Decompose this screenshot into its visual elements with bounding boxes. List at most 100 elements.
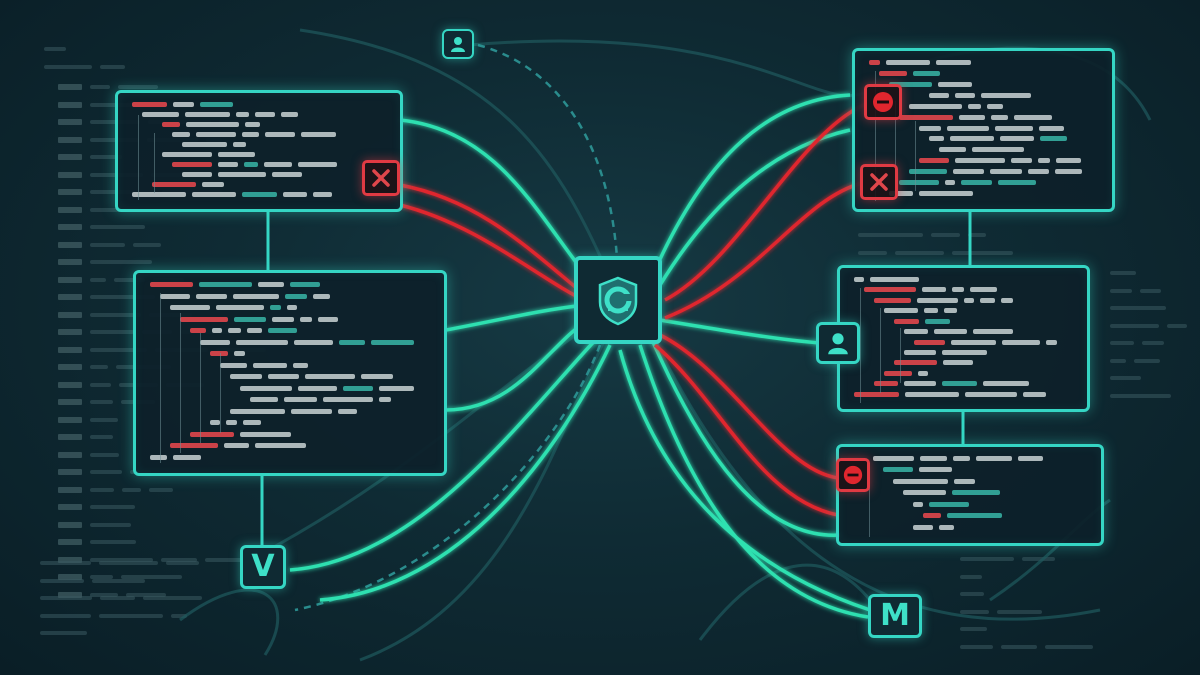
code-token <box>182 172 212 177</box>
background-code-token <box>171 613 187 618</box>
line-number <box>58 469 82 475</box>
background-code-token <box>858 250 887 255</box>
code-token <box>1011 158 1032 164</box>
code-token <box>879 70 907 76</box>
background-code-token <box>90 365 108 369</box>
code-token <box>236 339 288 345</box>
code-token <box>972 147 1024 153</box>
background-code-token <box>161 557 197 562</box>
background-code-token <box>133 242 161 247</box>
code-token <box>272 316 294 322</box>
background-code-token <box>90 102 134 107</box>
code-token <box>995 125 1033 131</box>
code-token <box>200 339 230 345</box>
error-badge-bottom-right <box>836 458 870 492</box>
line-number <box>58 311 82 318</box>
no-entry-icon <box>843 465 863 485</box>
code-token <box>284 397 317 402</box>
code-token <box>980 297 995 303</box>
background-code-token <box>40 578 84 583</box>
line-number <box>58 224 82 230</box>
background-code-token <box>100 64 125 69</box>
app-node-bottom[interactable]: M <box>868 594 922 638</box>
close-icon <box>870 173 888 191</box>
code-token <box>950 136 994 142</box>
line-number <box>58 241 82 248</box>
code-panel-top-right <box>852 48 1115 212</box>
background-code-token <box>1110 376 1141 380</box>
hub-node[interactable] <box>574 256 662 344</box>
code-token <box>864 287 916 293</box>
code-token <box>270 305 281 310</box>
background-code-token <box>960 557 1014 561</box>
code-token <box>236 112 249 117</box>
code-token <box>230 408 285 414</box>
error-connections <box>399 101 869 517</box>
background-code-token <box>90 575 113 579</box>
background-code-token <box>149 487 173 492</box>
indent-guide <box>160 293 161 463</box>
code-token <box>939 147 966 153</box>
code-token <box>200 102 233 107</box>
code-token <box>942 381 977 387</box>
user-node-right[interactable] <box>816 322 860 364</box>
code-token <box>1046 339 1057 345</box>
background-code-token <box>121 575 182 579</box>
code-token <box>173 102 194 107</box>
code-token <box>873 456 914 461</box>
code-token <box>917 297 958 303</box>
background-code-token <box>90 452 119 457</box>
indent-guide <box>220 353 221 433</box>
user-icon <box>828 333 848 355</box>
line-number <box>58 539 82 545</box>
background-code-token <box>90 242 125 247</box>
code-token <box>939 524 954 530</box>
code-token <box>220 362 247 368</box>
code-token <box>942 349 987 355</box>
code-token <box>1000 136 1034 142</box>
background-code-token <box>1134 358 1160 363</box>
background-code-token <box>1167 323 1187 328</box>
code-token <box>884 370 912 376</box>
code-token <box>929 92 949 98</box>
code-token <box>869 60 880 65</box>
code-token <box>919 191 973 197</box>
code-token <box>955 92 975 98</box>
code-token <box>973 329 1013 335</box>
code-token <box>150 282 193 287</box>
code-token <box>132 102 167 107</box>
code-token <box>190 431 234 437</box>
code-token <box>913 524 933 530</box>
line-number <box>58 259 82 265</box>
code-token <box>923 513 941 519</box>
code-token <box>287 305 297 310</box>
line-number <box>58 294 82 300</box>
code-token <box>953 456 970 461</box>
code-token <box>983 381 1029 387</box>
background-code-token <box>90 540 136 544</box>
app-node-left[interactable]: V <box>240 545 286 589</box>
background-code-token <box>90 330 134 334</box>
code-token <box>938 81 972 87</box>
background-code-token <box>90 347 147 352</box>
code-token <box>199 282 252 287</box>
code-token <box>919 125 941 131</box>
code-token <box>913 70 940 76</box>
code-token <box>943 360 973 366</box>
background-code-token <box>90 295 155 299</box>
code-token <box>242 192 277 197</box>
background-code-token <box>858 233 923 237</box>
code-token <box>185 112 230 117</box>
code-panel-mid-right <box>837 265 1090 412</box>
code-token <box>905 391 959 397</box>
background-code-token <box>90 522 131 527</box>
line-number <box>58 171 82 178</box>
code-token <box>909 103 962 109</box>
user-node-top[interactable] <box>442 29 474 59</box>
code-token <box>976 456 1012 461</box>
background-code-token <box>90 400 113 404</box>
code-token <box>244 162 258 167</box>
background-code-token <box>90 435 113 439</box>
background-code-token <box>114 277 145 282</box>
background-code-token <box>90 487 114 492</box>
